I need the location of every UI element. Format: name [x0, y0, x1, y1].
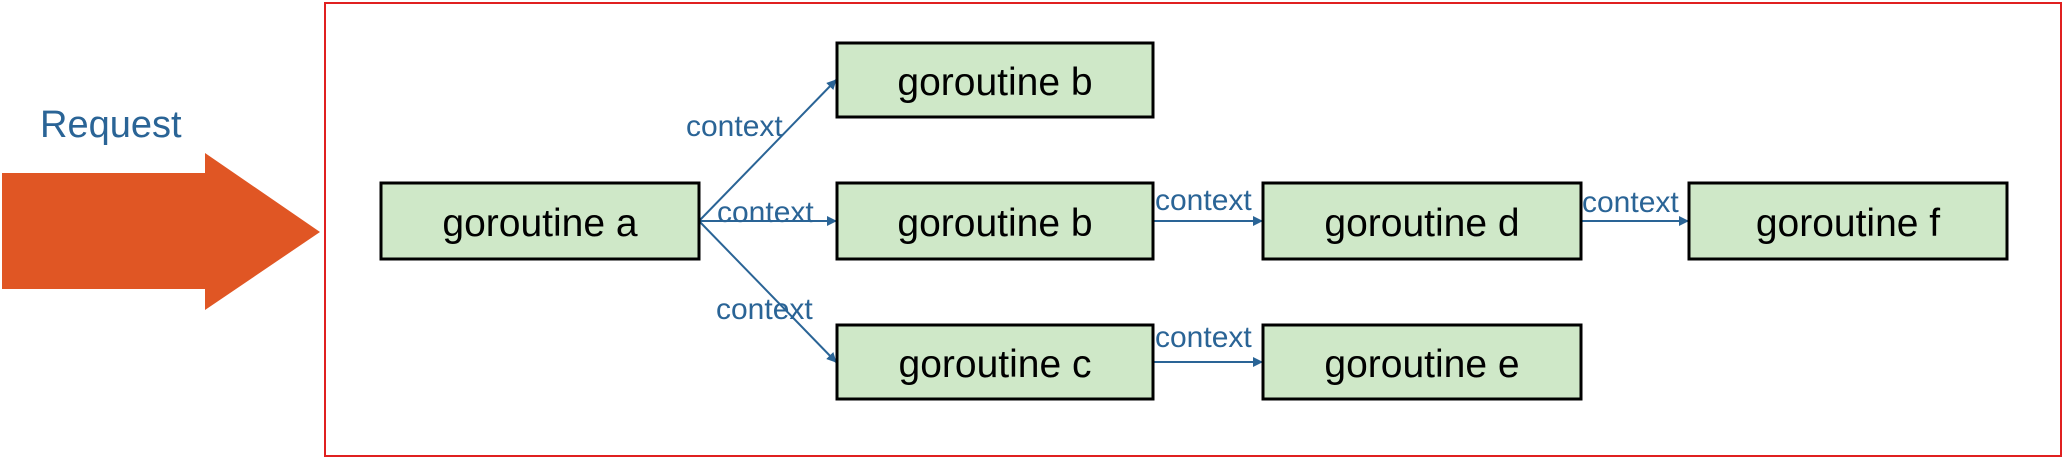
edge-a-to-b-top — [699, 79, 837, 221]
edge-label-a-to-b-top: context — [686, 110, 783, 143]
process-frame — [324, 2, 2062, 457]
node-label-goroutine-f: goroutine f — [1756, 202, 1940, 245]
request-arrow — [2, 153, 320, 310]
node-goroutine-d: goroutine d — [1261, 181, 1583, 261]
node-label-goroutine-e: goroutine e — [1324, 343, 1519, 386]
request-label: Request — [40, 104, 182, 146]
node-label-goroutine-c: goroutine c — [899, 343, 1092, 386]
edge-label-a-to-c: context — [716, 293, 813, 326]
node-goroutine-e: goroutine e — [1261, 323, 1583, 401]
edge-label-d-to-f: context — [1582, 186, 1679, 219]
node-label-goroutine-b-top: goroutine b — [897, 61, 1092, 104]
node-goroutine-c: goroutine c — [835, 323, 1155, 401]
node-goroutine-b-mid: goroutine b — [835, 181, 1155, 261]
edge-a-to-c — [699, 221, 837, 363]
node-goroutine-f: goroutine f — [1687, 181, 2009, 261]
node-goroutine-a: goroutine a — [379, 181, 701, 261]
edge-label-c-to-e: context — [1155, 321, 1252, 354]
node-label-goroutine-b-mid: goroutine b — [897, 202, 1092, 245]
node-goroutine-b-top: goroutine b — [835, 41, 1155, 119]
node-label-goroutine-d: goroutine d — [1324, 202, 1519, 245]
edge-label-a-to-b-mid: context — [717, 196, 814, 229]
edge-label-b-mid-to-d: context — [1155, 184, 1252, 217]
node-label-goroutine-a: goroutine a — [442, 202, 637, 245]
